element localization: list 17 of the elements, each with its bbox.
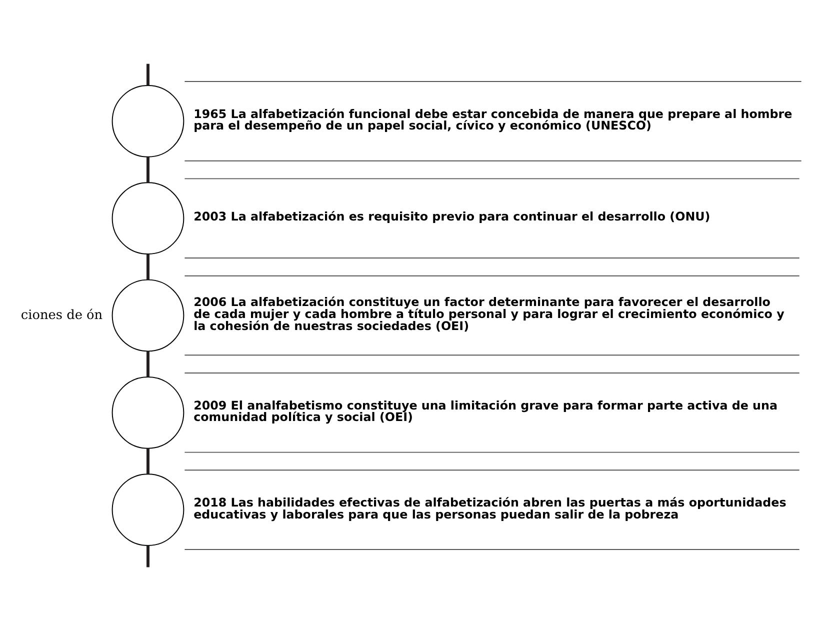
connector — [146, 157, 150, 182]
connector — [146, 254, 150, 280]
node-text: 2006 La alfabetización constituye un factor determinante para favorecer el desarrollo de cada mujer y cada hombre a título personal y para lograr el crecimiento económico y la cohesión de nuestras sociedades (OEI) — [194, 295, 784, 333]
connector — [146, 64, 150, 86]
node-circle — [112, 85, 184, 158]
node-circle — [112, 474, 184, 546]
connector — [146, 546, 150, 568]
node-text: 2009 El analfabetismo constituye una limitación grave para formar parte activa de una comunidad política y social (OEI) — [194, 398, 778, 424]
node-text: 1965 La alfabetización funcional debe estar concebida de manera que prepare al hombre para el desempeño de un papel social, cívico y económico (UNESCO) — [194, 106, 792, 133]
node-circle — [112, 182, 184, 255]
connector — [146, 448, 150, 474]
node-circle — [112, 376, 184, 449]
label: ciones de ón — [20, 308, 103, 323]
node-circle — [112, 279, 184, 352]
node-text: 2018 Las habilidades efectivas de alfabetización abren las puertas a más oportunidades educativas y laborales para que las personas puedan salir de la pobreza — [194, 495, 786, 522]
connector — [146, 351, 150, 377]
node-text: 2003 La alfabetización es requisito previo para continuar el desarrollo (ONU) — [194, 209, 710, 224]
